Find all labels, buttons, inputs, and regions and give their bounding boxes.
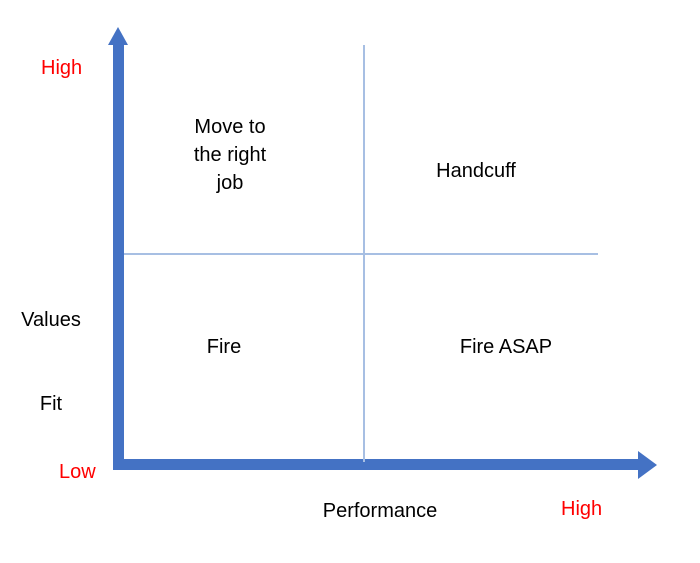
horizontal-gridline xyxy=(124,253,598,255)
y-axis-title-line-1: Values xyxy=(21,309,81,331)
quadrant-label-top-left-line-1: Move to xyxy=(194,116,266,138)
x-axis-right-arrow-icon xyxy=(638,451,657,479)
quadrant-label-bottom-left: Fire xyxy=(206,336,242,358)
y-axis-line xyxy=(113,40,124,470)
x-axis-title: Performance xyxy=(322,500,438,522)
y-axis-high-label: High xyxy=(41,57,83,79)
x-axis-high-label: High xyxy=(561,498,603,520)
quadrant-label-top-right: Handcuff xyxy=(436,160,516,182)
x-axis-line xyxy=(113,459,640,470)
quadrant-label-top-left: Move to the right job xyxy=(165,113,295,197)
quadrant-label-top-left-line-3: job xyxy=(216,172,244,194)
y-axis-up-arrow-icon xyxy=(108,27,128,45)
quadrant-label-top-left-line-2: the right xyxy=(193,144,267,166)
y-axis-title: Values Fit xyxy=(8,250,94,474)
y-axis-low-label: Low xyxy=(59,461,96,483)
quadrant-label-bottom-right: Fire ASAP xyxy=(459,336,553,358)
y-axis-title-line-2: Fit xyxy=(39,393,63,415)
